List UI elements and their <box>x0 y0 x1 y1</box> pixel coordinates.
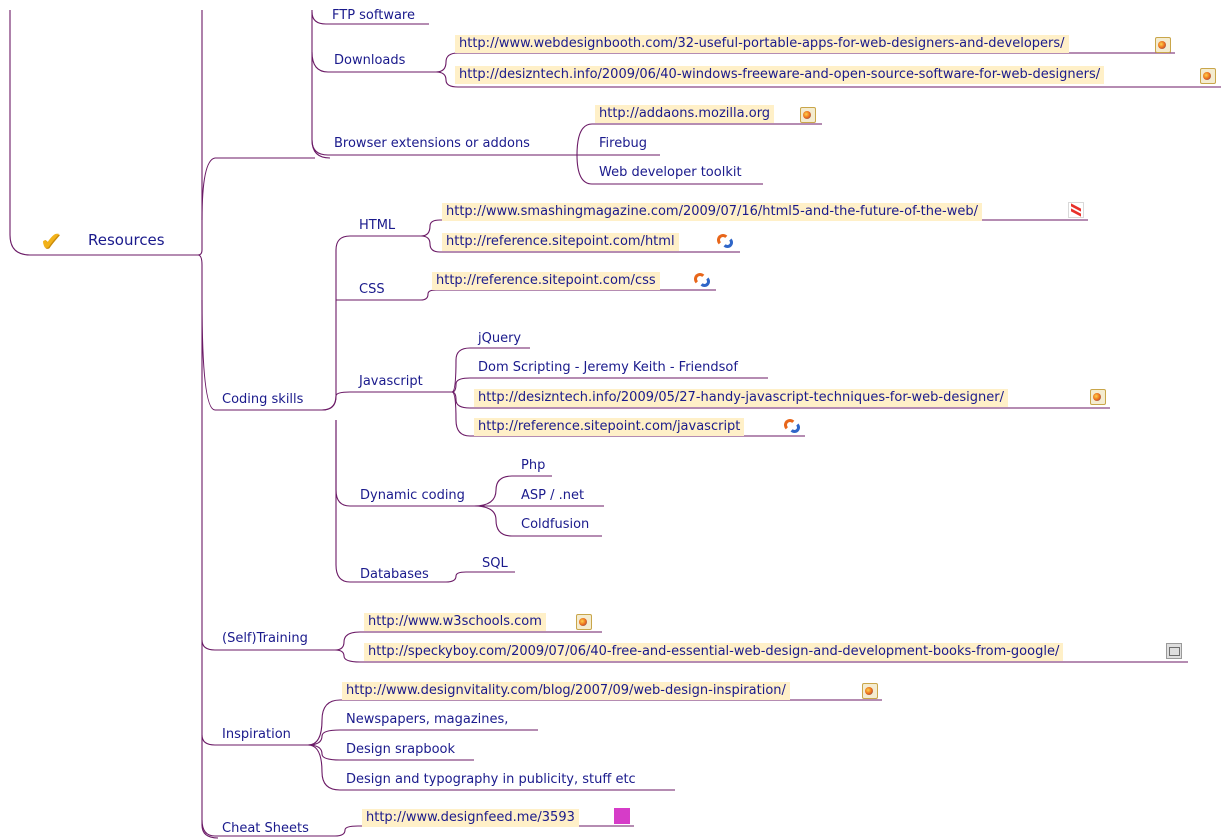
node-design-typography[interactable]: Design and typography in publicity, stuf… <box>346 772 636 787</box>
link-css-sitepoint[interactable]: http://reference.sitepoint.com/css <box>432 272 660 290</box>
node-design-scrapbook[interactable]: Design srapbook <box>346 742 456 757</box>
node-html[interactable]: HTML <box>359 218 396 233</box>
node-databases[interactable]: Databases <box>360 567 429 582</box>
sitepoint-icon <box>715 233 733 248</box>
node-javascript[interactable]: Javascript <box>359 374 423 389</box>
firefox-page-icon <box>1200 68 1216 84</box>
link-html-sitepoint[interactable]: http://reference.sitepoint.com/html <box>442 233 679 251</box>
sitepoint-icon <box>692 272 710 287</box>
firefox-page-icon <box>576 614 592 630</box>
firefox-page-icon <box>1090 389 1106 405</box>
node-cheat-sheets[interactable]: Cheat Sheets <box>222 821 309 836</box>
node-dynamic-coding[interactable]: Dynamic coding <box>360 488 465 503</box>
node-coding-skills[interactable]: Coding skills <box>222 392 304 407</box>
book-icon <box>1166 643 1182 659</box>
node-dom-scripting[interactable]: Dom Scripting - Jeremy Keith - Friendsof <box>478 360 738 375</box>
link-downloads-2[interactable]: http://desizntech.info/2009/06/40-window… <box>455 66 1105 84</box>
firefox-page-icon <box>1155 37 1171 53</box>
node-ftp-software[interactable]: FTP software <box>332 8 415 23</box>
node-coldfusion[interactable]: Coldfusion <box>521 517 590 532</box>
link-speckyboy[interactable]: http://speckyboy.com/2009/07/06/40-free-… <box>364 643 1064 661</box>
node-downloads[interactable]: Downloads <box>334 53 406 68</box>
node-firebug[interactable]: Firebug <box>599 136 647 151</box>
sitepoint-icon <box>782 418 800 433</box>
node-newspapers-magazines[interactable]: Newspapers, magazines, <box>346 712 509 727</box>
node-self-training[interactable]: (Self)Training <box>222 631 308 646</box>
link-designfeed[interactable]: http://www.designfeed.me/3593 <box>362 809 579 827</box>
node-css[interactable]: CSS <box>359 282 385 297</box>
root-node-resources[interactable]: Resources <box>88 231 165 249</box>
checkmark-icon: ✔ <box>40 227 62 257</box>
firefox-page-icon <box>862 683 878 699</box>
node-browser-extensions[interactable]: Browser extensions or addons <box>334 136 530 151</box>
node-web-developer-toolkit[interactable]: Web developer toolkit <box>599 165 742 180</box>
node-asp-net[interactable]: ASP / .net <box>521 488 585 503</box>
node-jquery[interactable]: jQuery <box>478 331 522 346</box>
link-w3schools[interactable]: http://www.w3schools.com <box>364 613 546 631</box>
pink-square-icon <box>614 808 630 824</box>
link-js-desizntech[interactable]: http://desizntech.info/2009/05/27-handy-… <box>474 389 1008 407</box>
link-addons-mozilla[interactable]: http://addaons.mozilla.org <box>595 105 775 123</box>
node-php[interactable]: Php <box>521 458 546 473</box>
node-inspiration[interactable]: Inspiration <box>222 727 291 742</box>
link-html-smashing[interactable]: http://www.smashingmagazine.com/2009/07/… <box>442 203 982 221</box>
smashing-magazine-icon <box>1068 202 1084 218</box>
node-sql[interactable]: SQL <box>482 556 508 571</box>
firefox-page-icon <box>800 107 816 123</box>
link-downloads-1[interactable]: http://www.webdesignbooth.com/32-useful-… <box>455 35 1069 53</box>
link-js-sitepoint[interactable]: http://reference.sitepoint.com/javascrip… <box>474 418 745 436</box>
link-designvitality[interactable]: http://www.designvitality.com/blog/2007/… <box>342 682 790 700</box>
